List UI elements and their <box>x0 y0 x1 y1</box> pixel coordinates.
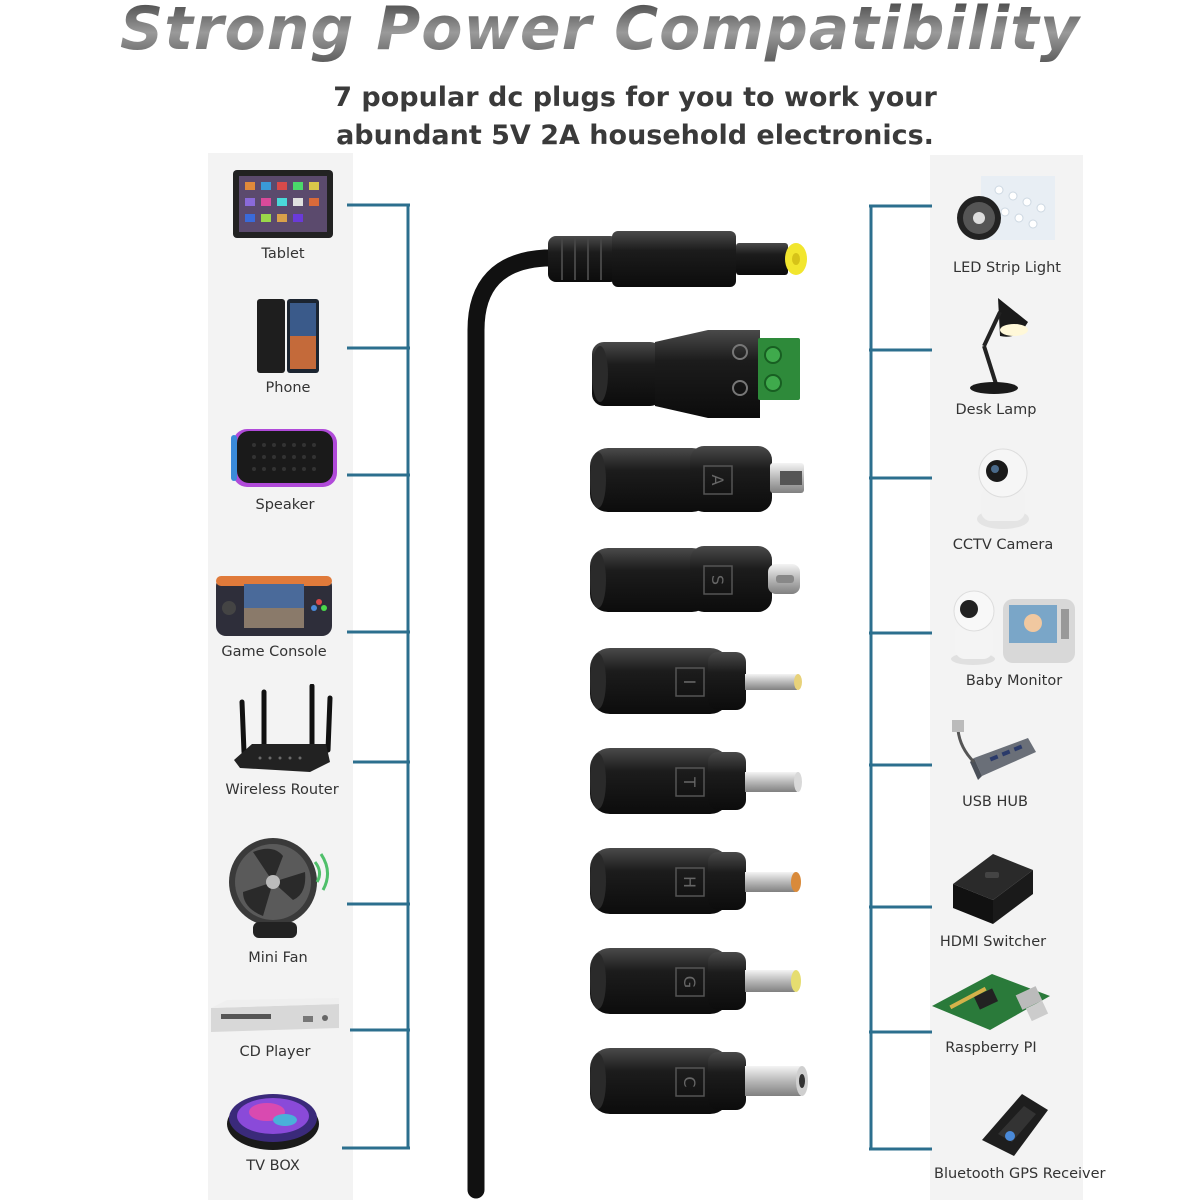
tablet-icon <box>233 170 333 238</box>
plug-marking: I <box>680 680 699 685</box>
led-strip-icon <box>957 176 1055 240</box>
device-phone: Phone <box>208 298 368 396</box>
terminal-block-adapter <box>592 330 800 418</box>
device-label: Desk Lamp <box>955 402 1037 418</box>
barrel-adapter-4: G <box>590 948 801 1014</box>
baby-monitor-icon <box>951 590 1075 665</box>
device-baby-monitor: Baby Monitor <box>934 587 1094 689</box>
plug-marking: H <box>680 876 699 888</box>
device-label: Bluetooth GPS Receiver <box>934 1166 1106 1182</box>
device-game-console: Game Console <box>194 574 354 660</box>
raspberry-pi-icon <box>932 974 1050 1030</box>
device-tablet: Tablet <box>203 168 363 262</box>
device-desk-lamp: Desk Lamp <box>916 292 1076 418</box>
phone-icon <box>257 299 319 373</box>
device-label: HDMI Switcher <box>939 934 1047 950</box>
device-label: CD Player <box>239 1044 311 1060</box>
game-console-icon <box>216 576 332 636</box>
device-led-strip: LED Strip Light <box>927 172 1087 276</box>
device-label: Baby Monitor <box>965 673 1063 689</box>
device-label: TV BOX <box>246 1158 300 1174</box>
device-tv-box: TV BOX <box>193 1088 353 1174</box>
plug-marking: S <box>708 575 727 585</box>
device-router: Wireless Router <box>202 684 362 798</box>
plug-marking: C <box>680 1076 699 1087</box>
barrel-adapter-1: I <box>590 648 802 714</box>
device-cd-player: CD Player <box>195 998 355 1060</box>
device-label: Phone <box>265 380 311 396</box>
device-label: CCTV Camera <box>952 537 1054 553</box>
plug-marking: T <box>680 776 699 787</box>
device-label: Tablet <box>261 246 305 262</box>
barrel-adapter-2: T <box>590 748 802 814</box>
device-mini-fan: Mini Fan <box>198 832 358 966</box>
device-label: Mini Fan <box>248 950 308 966</box>
hdmi-switcher-icon <box>953 854 1033 924</box>
device-speaker: Speaker <box>205 425 365 513</box>
mini-usb-adapter: A <box>590 446 804 512</box>
device-usb-hub: USB HUB <box>915 718 1075 810</box>
device-label: Raspberry PI <box>945 1040 1037 1056</box>
cctv-camera-icon <box>977 448 1029 529</box>
device-label: LED Strip Light <box>953 260 1061 276</box>
cd-player-icon <box>211 998 339 1032</box>
fan-icon <box>229 838 329 938</box>
device-hdmi-switcher: HDMI Switcher <box>913 850 1073 950</box>
cable <box>467 249 569 1199</box>
page-title: Strong Power Compatibility <box>0 0 1200 64</box>
subtitle-line-2: abundant 5V 2A household electronics. <box>336 120 934 151</box>
device-label: Wireless Router <box>225 782 339 798</box>
main-dc-plug <box>548 231 807 287</box>
subtitle-line-1: 7 popular dc plugs for you to work your <box>333 82 937 113</box>
tv-box-icon <box>227 1094 319 1150</box>
router-icon <box>234 684 333 772</box>
usb-hub-icon <box>952 720 1036 780</box>
usb-c-adapter: S <box>590 546 800 612</box>
device-cctv-camera: CCTV Camera <box>923 447 1083 553</box>
device-label: Game Console <box>221 644 327 660</box>
device-label: USB HUB <box>962 794 1028 810</box>
desk-lamp-icon <box>970 298 1028 394</box>
plug-marking: G <box>680 976 699 988</box>
plug-marking: A <box>708 475 727 486</box>
barrel-adapter-3: H <box>590 848 801 914</box>
gps-receiver-icon <box>982 1094 1048 1156</box>
device-raspberry-pi: Raspberry PI <box>911 968 1071 1056</box>
device-label: Speaker <box>255 497 315 513</box>
speaker-icon <box>231 429 337 487</box>
barrel-adapter-5: C <box>590 1048 808 1114</box>
device-gps-receiver: Bluetooth GPS Receiver <box>934 1090 1106 1182</box>
